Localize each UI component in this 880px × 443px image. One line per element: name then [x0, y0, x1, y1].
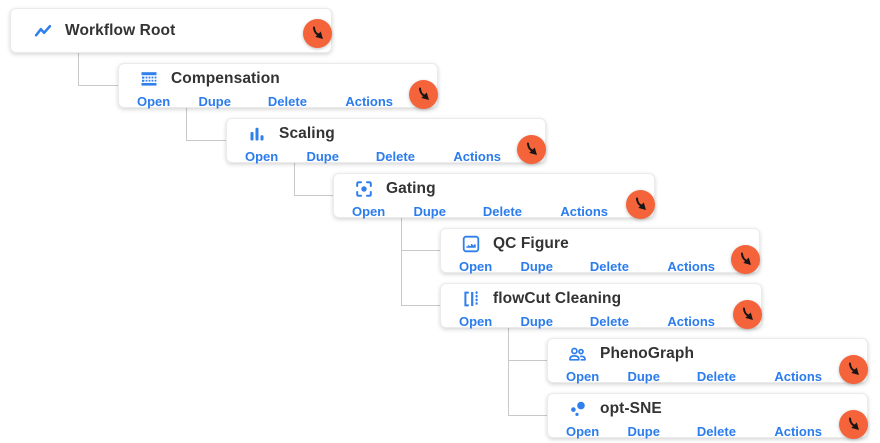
open-link[interactable]: Open [459, 314, 493, 329]
node-title-row: flowCut Cleaning [441, 289, 761, 309]
scatter-plot-icon [568, 400, 587, 419]
dupe-link[interactable]: Dupe [198, 94, 231, 109]
node-title: QC Figure [493, 235, 569, 252]
open-link[interactable]: Open [566, 424, 600, 439]
dupe-link[interactable]: Dupe [627, 369, 660, 384]
node-title: Scaling [279, 125, 335, 142]
actions-link[interactable]: Actions [560, 204, 609, 219]
tree-connector-workflow-root-to-compensation [78, 53, 118, 86]
actions-link[interactable]: Actions [345, 94, 394, 109]
image-chart-icon [461, 235, 480, 254]
node-title-row: PhenoGraph [548, 344, 867, 364]
open-link[interactable]: Open [459, 259, 493, 274]
open-link[interactable]: Open [352, 204, 386, 219]
open-link[interactable]: Open [137, 94, 171, 109]
node-actions-row: Open Dupe Delete Actions [548, 368, 867, 385]
expand-node-button[interactable] [839, 410, 868, 439]
open-link[interactable]: Open [566, 369, 600, 384]
actions-link[interactable]: Actions [774, 424, 823, 439]
center-focus-icon [354, 180, 373, 199]
open-link[interactable]: Open [245, 149, 279, 164]
dupe-link[interactable]: Dupe [627, 424, 660, 439]
node-title: Gating [386, 180, 436, 197]
arrow-down-right-icon [740, 307, 755, 322]
node-title-row: QC Figure [441, 234, 759, 254]
line-chart-icon [33, 21, 52, 40]
workflow-node-phenograph: PhenoGraph Open Dupe Delete Actions [547, 338, 868, 385]
expand-node-button[interactable] [409, 80, 438, 109]
actions-link[interactable]: Actions [667, 314, 716, 329]
delete-link[interactable]: Delete [267, 94, 307, 109]
workflow-node-scaling: Scaling Open Dupe Delete Actions [226, 118, 546, 165]
expand-node-button[interactable] [731, 245, 760, 274]
node-title: PhenoGraph [600, 345, 695, 362]
delete-link[interactable]: Delete [375, 149, 415, 164]
workflow-node-qc-figure: QC Figure Open Dupe Delete Actions [440, 228, 760, 275]
node-actions-row: Open Dupe Delete Actions [334, 203, 654, 220]
node-title: Compensation [171, 70, 280, 87]
actions-link[interactable]: Actions [774, 369, 823, 384]
node-actions-row: Open Dupe Delete Actions [119, 93, 437, 110]
expand-node-button[interactable] [733, 300, 762, 329]
expand-node-button[interactable] [839, 355, 868, 384]
workflow-node-flowcut-cleaning: flowCut Cleaning Open Dupe Delete Action… [440, 283, 762, 330]
expand-node-button[interactable] [517, 135, 546, 164]
node-actions-row: Open Dupe Delete Actions [441, 258, 759, 275]
workflow-node-workflow-root: Workflow Root [10, 8, 332, 53]
node-title-row: Gating [334, 179, 654, 199]
node-title: flowCut Cleaning [493, 290, 622, 307]
delete-link[interactable]: Delete [482, 204, 522, 219]
expand-node-button[interactable] [303, 19, 332, 48]
tree-connector-flowcut-cleaning-to-opt-sne [508, 328, 547, 416]
workflow-node-gating: Gating Open Dupe Delete Actions [333, 173, 655, 220]
node-title: opt-SNE [600, 400, 662, 417]
node-title-row: opt-SNE [548, 399, 867, 419]
workflow-node-compensation: Compensation Open Dupe Delete Actions [118, 63, 438, 110]
delete-link[interactable]: Delete [696, 369, 736, 384]
arrow-down-right-icon [846, 362, 861, 377]
dupe-link[interactable]: Dupe [306, 149, 339, 164]
delete-link[interactable]: Delete [589, 259, 629, 274]
matrix-grid-icon [139, 70, 158, 89]
tree-connector-compensation-to-scaling [186, 108, 226, 141]
arrow-down-right-icon [524, 142, 539, 157]
node-title-row: Scaling [227, 124, 545, 144]
node-title: Workflow Root [65, 21, 176, 39]
delete-link[interactable]: Delete [589, 314, 629, 329]
node-actions-row: Open Dupe Delete Actions [441, 313, 761, 330]
arrow-down-right-icon [633, 197, 648, 212]
expand-node-button[interactable] [626, 190, 655, 219]
node-title-row: Workflow Root [11, 21, 175, 40]
arrow-down-right-icon [738, 252, 753, 267]
workflow-node-opt-sne: opt-SNE Open Dupe Delete Actions [547, 393, 868, 440]
node-title-row: Compensation [119, 69, 437, 89]
tree-connector-scaling-to-gating [294, 163, 333, 196]
dupe-link[interactable]: Dupe [520, 259, 553, 274]
dupe-link[interactable]: Dupe [520, 314, 553, 329]
tree-connector-gating-to-flowcut-cleaning [401, 218, 440, 306]
delete-link[interactable]: Delete [696, 424, 736, 439]
arrow-down-right-icon [310, 26, 325, 41]
actions-link[interactable]: Actions [453, 149, 502, 164]
arrow-down-right-icon [846, 417, 861, 432]
actions-link[interactable]: Actions [667, 259, 716, 274]
flip-icon [461, 290, 480, 309]
dupe-link[interactable]: Dupe [413, 204, 446, 219]
bar-chart-icon [247, 125, 266, 144]
node-actions-row: Open Dupe Delete Actions [227, 148, 545, 165]
node-actions-row: Open Dupe Delete Actions [548, 423, 867, 440]
people-group-icon [568, 345, 587, 364]
arrow-down-right-icon [416, 87, 431, 102]
